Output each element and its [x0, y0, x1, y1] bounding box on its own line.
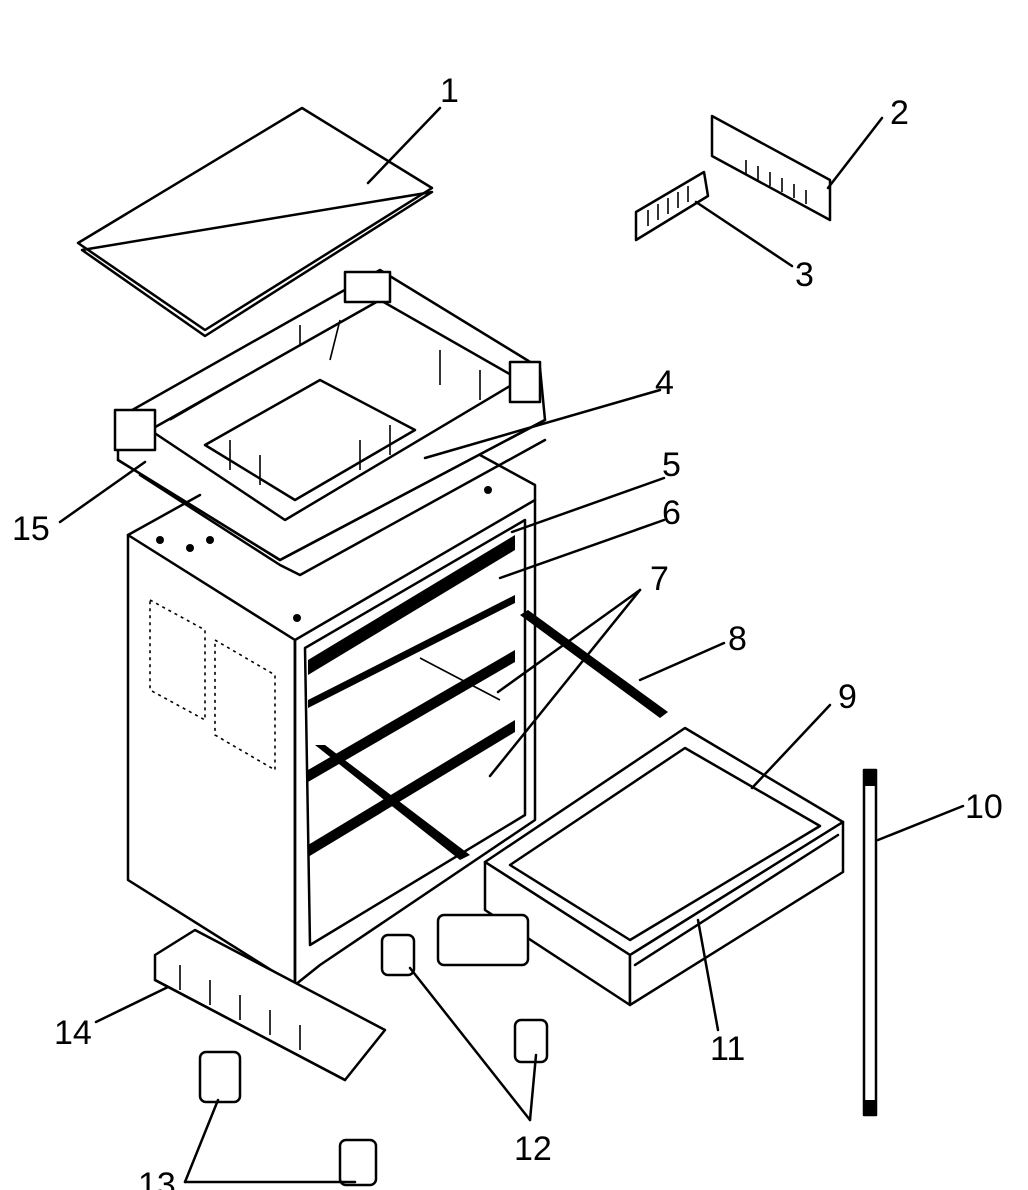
part-2-strip [710, 114, 832, 222]
callout-10: 10 [965, 788, 1003, 826]
leader-lines [58, 106, 965, 1184]
part-10-side-bar [862, 768, 878, 1117]
part-12-casters [380, 913, 549, 1064]
part-14-base [153, 928, 387, 1082]
callout-8: 8 [728, 620, 747, 658]
callout-14: 14 [54, 1014, 92, 1052]
callout-3: 3 [795, 256, 814, 294]
cabinet-body [126, 453, 537, 987]
callout-13: 13 [138, 1166, 176, 1190]
callout-5: 5 [662, 446, 681, 484]
callout-9: 9 [838, 678, 857, 716]
part-5-rail [308, 535, 515, 675]
callout-1: 1 [440, 72, 459, 110]
callout-6: 6 [662, 494, 681, 532]
callout-4: 4 [655, 364, 674, 402]
part-1-top-panel [76, 106, 434, 338]
callout-2: 2 [890, 94, 909, 132]
side-vent-grille [149, 598, 276, 772]
callout-labels: 1 2 3 4 5 6 7 8 9 10 11 12 13 14 15 [12, 72, 1003, 1190]
part-9-drawer [483, 726, 845, 1007]
callout-15: 15 [12, 510, 50, 548]
callout-7: 7 [650, 560, 669, 598]
callout-11: 11 [710, 1030, 745, 1068]
part-4-top-frame [113, 268, 547, 577]
part-8-slide-rail [520, 610, 668, 718]
part-13-casters [198, 1050, 378, 1187]
part-6-7-shelves [308, 595, 515, 860]
callout-12: 12 [514, 1130, 552, 1168]
part-3-vent [634, 170, 710, 242]
